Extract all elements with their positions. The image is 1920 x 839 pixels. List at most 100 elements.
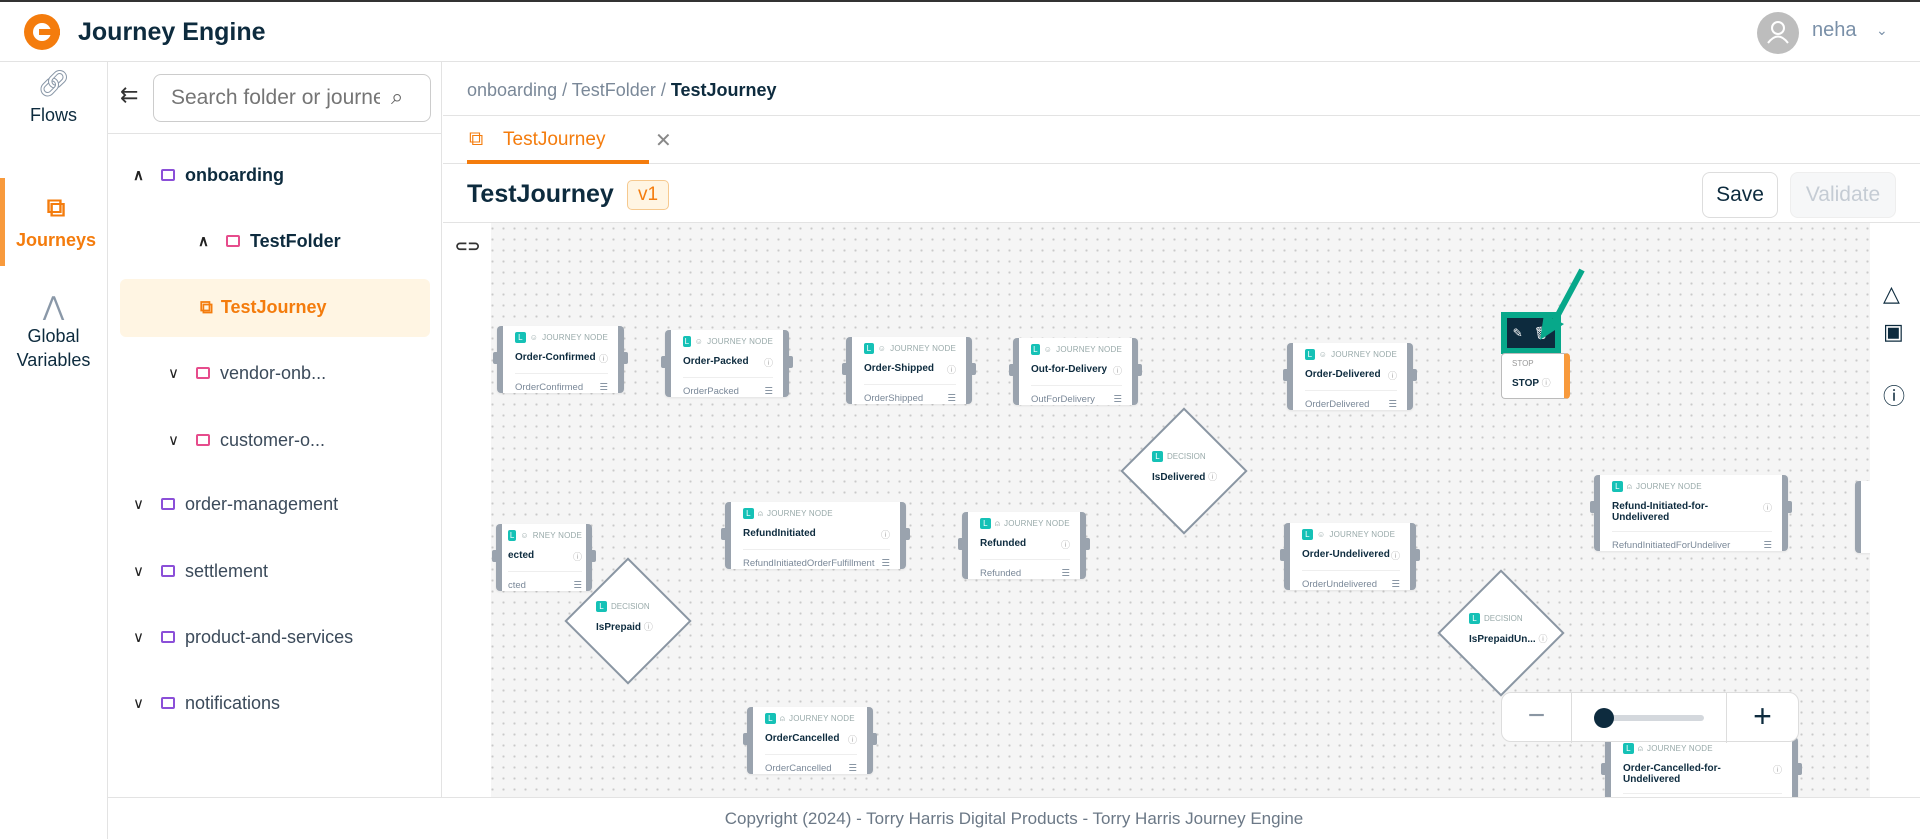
- rail-item-flows[interactable]: 🔗︎Flows: [0, 68, 107, 126]
- input-port[interactable]: [493, 352, 500, 364]
- output-port[interactable]: [786, 356, 793, 368]
- journey-node-partial[interactable]: [1855, 481, 1870, 553]
- breadcrumb-item[interactable]: TestFolder: [571, 80, 656, 100]
- tree-item[interactable]: ⧉TestJourney: [200, 292, 327, 322]
- output-port[interactable]: [1413, 549, 1420, 561]
- chevron-down-icon[interactable]: ⌄: [1876, 22, 1888, 38]
- chevron-down-icon[interactable]: ∨: [133, 629, 144, 646]
- user-name[interactable]: neha: [1812, 19, 1857, 41]
- output-port[interactable]: [903, 528, 910, 540]
- zoom-slider[interactable]: [1600, 715, 1704, 721]
- search-icon[interactable]: ⌕: [391, 84, 404, 109]
- chevron-down-icon[interactable]: ∨: [168, 432, 179, 449]
- input-port[interactable]: [842, 363, 849, 375]
- chevron-down-icon[interactable]: ∨: [168, 365, 179, 382]
- graph-icon[interactable]: △: [1883, 281, 1900, 306]
- zoom-in-button[interactable]: +: [1726, 693, 1798, 743]
- list-icon[interactable]: ☰: [764, 386, 773, 397]
- info-icon[interactable]: ⓘ: [1772, 765, 1782, 775]
- output-port[interactable]: [621, 352, 628, 364]
- input-port[interactable]: [1280, 549, 1287, 561]
- tree-item[interactable]: ∨order-management: [133, 489, 338, 519]
- journey-node[interactable]: L⍝JOURNEY NODE Refund-Initiated-for-Unde…: [1590, 475, 1792, 551]
- list-icon[interactable]: ☰: [1763, 540, 1772, 551]
- input-port[interactable]: [661, 356, 668, 368]
- tree-item[interactable]: ∨vendor-onb...: [168, 358, 326, 388]
- list-icon[interactable]: ☰: [599, 382, 608, 393]
- chevron-up-icon[interactable]: ∧: [133, 167, 144, 184]
- save-button[interactable]: Save: [1702, 172, 1778, 218]
- tree-item[interactable]: ∧onboarding: [133, 160, 284, 190]
- output-port[interactable]: [1795, 763, 1802, 775]
- chevron-down-icon[interactable]: ∨: [133, 563, 144, 580]
- list-icon[interactable]: ☰: [1061, 568, 1070, 579]
- tree-item[interactable]: ∨customer-o...: [168, 425, 325, 455]
- list-icon[interactable]: ☰: [1388, 399, 1397, 410]
- tab-testjourney[interactable]: ⧉TestJourney✕: [467, 116, 672, 164]
- output-port[interactable]: [969, 363, 976, 375]
- info-icon[interactable]: ⓘ: [946, 365, 956, 375]
- link-toggle-icon[interactable]: ⊂⊃: [455, 238, 481, 255]
- info-icon[interactable]: ⓘ: [763, 358, 773, 368]
- info-icon[interactable]: ⓘ: [1390, 551, 1400, 561]
- list-icon[interactable]: ☰: [573, 580, 582, 591]
- list-icon[interactable]: ☰: [848, 763, 857, 774]
- info-icon[interactable]: ⓘ: [1538, 634, 1548, 644]
- info-icon[interactable]: ⓘ: [643, 622, 653, 632]
- delete-icon[interactable]: 🗑︎: [1534, 326, 1550, 340]
- tree-item[interactable]: ∧TestFolder: [198, 226, 341, 256]
- info-icon[interactable]: ⓘ: [1387, 371, 1397, 381]
- info-icon[interactable]: ⓘ: [572, 552, 582, 562]
- input-port[interactable]: [1590, 501, 1597, 513]
- tree-item[interactable]: ∨product-and-services: [133, 622, 353, 652]
- input-port[interactable]: [743, 733, 750, 745]
- output-port[interactable]: [1083, 538, 1090, 550]
- list-icon[interactable]: ☰: [1391, 579, 1400, 590]
- info-icon[interactable]: ⓘ: [847, 735, 857, 745]
- list-icon[interactable]: ☰: [947, 393, 956, 404]
- collapse-panel-icon[interactable]: ⇇: [120, 82, 139, 107]
- info-icon[interactable]: ⓘ: [1541, 378, 1551, 388]
- output-port[interactable]: [1410, 369, 1417, 381]
- chevron-down-icon[interactable]: ∨: [133, 496, 144, 513]
- info-icon[interactable]: ⓘ: [1208, 472, 1218, 482]
- journey-node[interactable]: L⍝JOURNEY NODE Order-Cancelled-for-Undel…: [1601, 737, 1802, 797]
- tree-item[interactable]: ∨settlement: [133, 556, 268, 586]
- list-icon[interactable]: ☰: [881, 558, 890, 569]
- output-port[interactable]: [1785, 501, 1792, 513]
- rail-item-journeys[interactable]: ⧉Journeys: [0, 178, 107, 266]
- history-icon[interactable]: ▣: [1883, 319, 1904, 344]
- input-port[interactable]: [1009, 364, 1016, 376]
- avatar[interactable]: [1757, 12, 1799, 54]
- output-port[interactable]: [870, 733, 877, 745]
- validate-button[interactable]: Validate: [1790, 172, 1896, 218]
- list-icon[interactable]: ☰: [1113, 394, 1122, 405]
- info-icon[interactable]: ⓘ: [598, 354, 608, 364]
- input-port[interactable]: [958, 538, 965, 550]
- chevron-down-icon[interactable]: ∨: [133, 695, 144, 712]
- chevron-up-icon[interactable]: ∧: [198, 233, 209, 250]
- input-port[interactable]: [492, 550, 499, 562]
- input-port[interactable]: [1601, 763, 1608, 775]
- zoom-out-button[interactable]: −: [1502, 693, 1572, 743]
- info-icon[interactable]: ⓘ: [1060, 540, 1070, 550]
- info-icon[interactable]: ⓘ: [880, 530, 890, 540]
- zoom-slider-thumb[interactable]: [1594, 708, 1614, 728]
- search-input[interactable]: [153, 74, 431, 122]
- tree-item[interactable]: ∨notifications: [133, 688, 280, 718]
- input-port[interactable]: [1283, 369, 1290, 381]
- info-icon[interactable]: ⓘ: [1883, 384, 1906, 409]
- info-icon[interactable]: ⓘ: [1112, 366, 1122, 376]
